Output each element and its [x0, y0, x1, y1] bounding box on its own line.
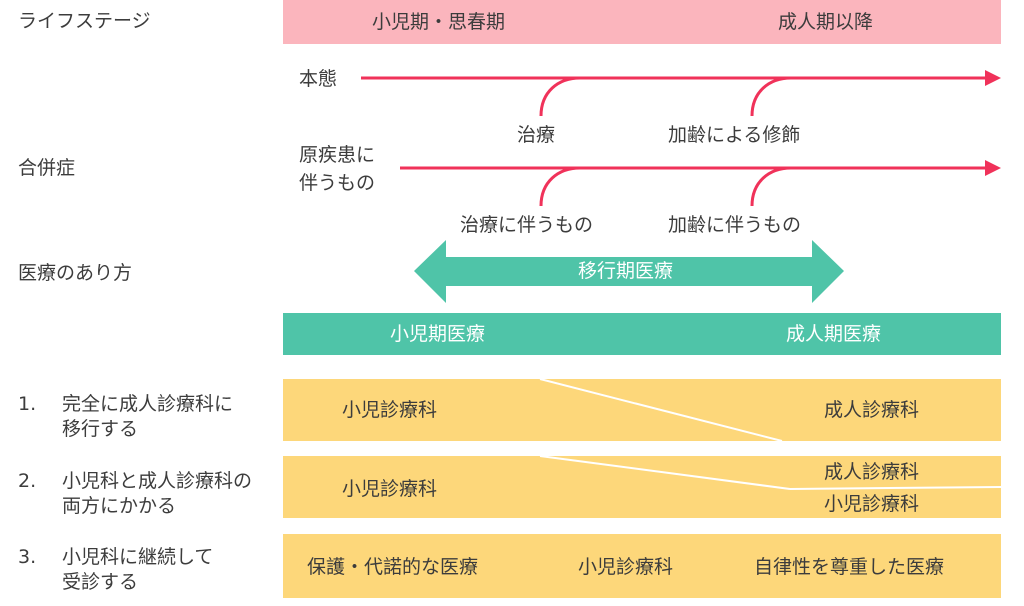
life-stage-label: ライフステージ — [18, 10, 151, 32]
treatment-curve — [539, 76, 581, 117]
option-3-bar — [283, 534, 1001, 598]
option-3-line2: 受診する — [62, 571, 139, 593]
option-3-left: 保護・代諾的な医療 — [307, 556, 479, 578]
option-2-right-bottom-dept: 小児診療科 — [824, 493, 920, 515]
life-stage-bar — [283, 0, 1001, 44]
underlying-disease-line2: 伴うもの — [299, 172, 376, 194]
option-2-line2: 両方にかかる — [62, 495, 177, 517]
option-2-left-dept: 小児診療科 — [342, 478, 438, 500]
treatment-associated-label: 治療に伴うもの — [460, 214, 594, 236]
honntai-label: 本態 — [299, 68, 338, 90]
option-1-left-dept: 小児診療科 — [342, 399, 438, 421]
option-3-middle: 小児診療科 — [578, 556, 674, 578]
adult-care-label: 成人期医療 — [786, 323, 882, 345]
aging-associated-label: 加齢に伴うもの — [668, 214, 802, 236]
option-1-right-dept: 成人診療科 — [824, 399, 920, 421]
option-1-line2: 移行する — [62, 418, 139, 440]
honntai-arrowhead — [985, 70, 1001, 86]
option-2-number: 2. — [18, 470, 37, 492]
option-2-line1: 小児科と成人診療科の — [62, 470, 253, 492]
aging-modification-label: 加齢による修飾 — [668, 124, 801, 146]
transition-arrow — [414, 240, 844, 303]
treatment-label: 治療 — [517, 124, 556, 146]
complications-label: 合併症 — [18, 157, 76, 179]
pediatric-care-label: 小児期医療 — [390, 323, 486, 345]
option-2-bar — [283, 456, 1001, 518]
option-1-number: 1. — [18, 393, 37, 415]
care-style-label: 医療のあり方 — [18, 262, 133, 284]
option-3-right: 自律性を尊重した医療 — [754, 556, 945, 578]
option-2-horizontal — [789, 486, 1002, 490]
option-3-number: 3. — [18, 546, 37, 568]
option-2-right-top-dept: 成人診療科 — [824, 461, 920, 483]
option-1-line1: 完全に成人診療科に — [62, 393, 234, 415]
care-bar — [283, 313, 1001, 355]
life-stage-adult: 成人期以降 — [778, 11, 874, 33]
aging-mod-curve — [750, 76, 792, 117]
underlying-disease-line1: 原疾患に — [299, 144, 376, 166]
aging-assoc-curve — [750, 166, 792, 207]
option-1-bar — [283, 379, 1001, 441]
underlying-arrowhead — [985, 160, 1001, 176]
treatment-assoc-curve — [539, 166, 581, 207]
transition-label: 移行期医療 — [578, 260, 674, 282]
option-1-divider — [539, 378, 783, 442]
option-2-divider — [539, 455, 791, 490]
option-3-line1: 小児科に継続して — [62, 546, 214, 568]
life-stage-child: 小児期・思春期 — [372, 11, 506, 33]
